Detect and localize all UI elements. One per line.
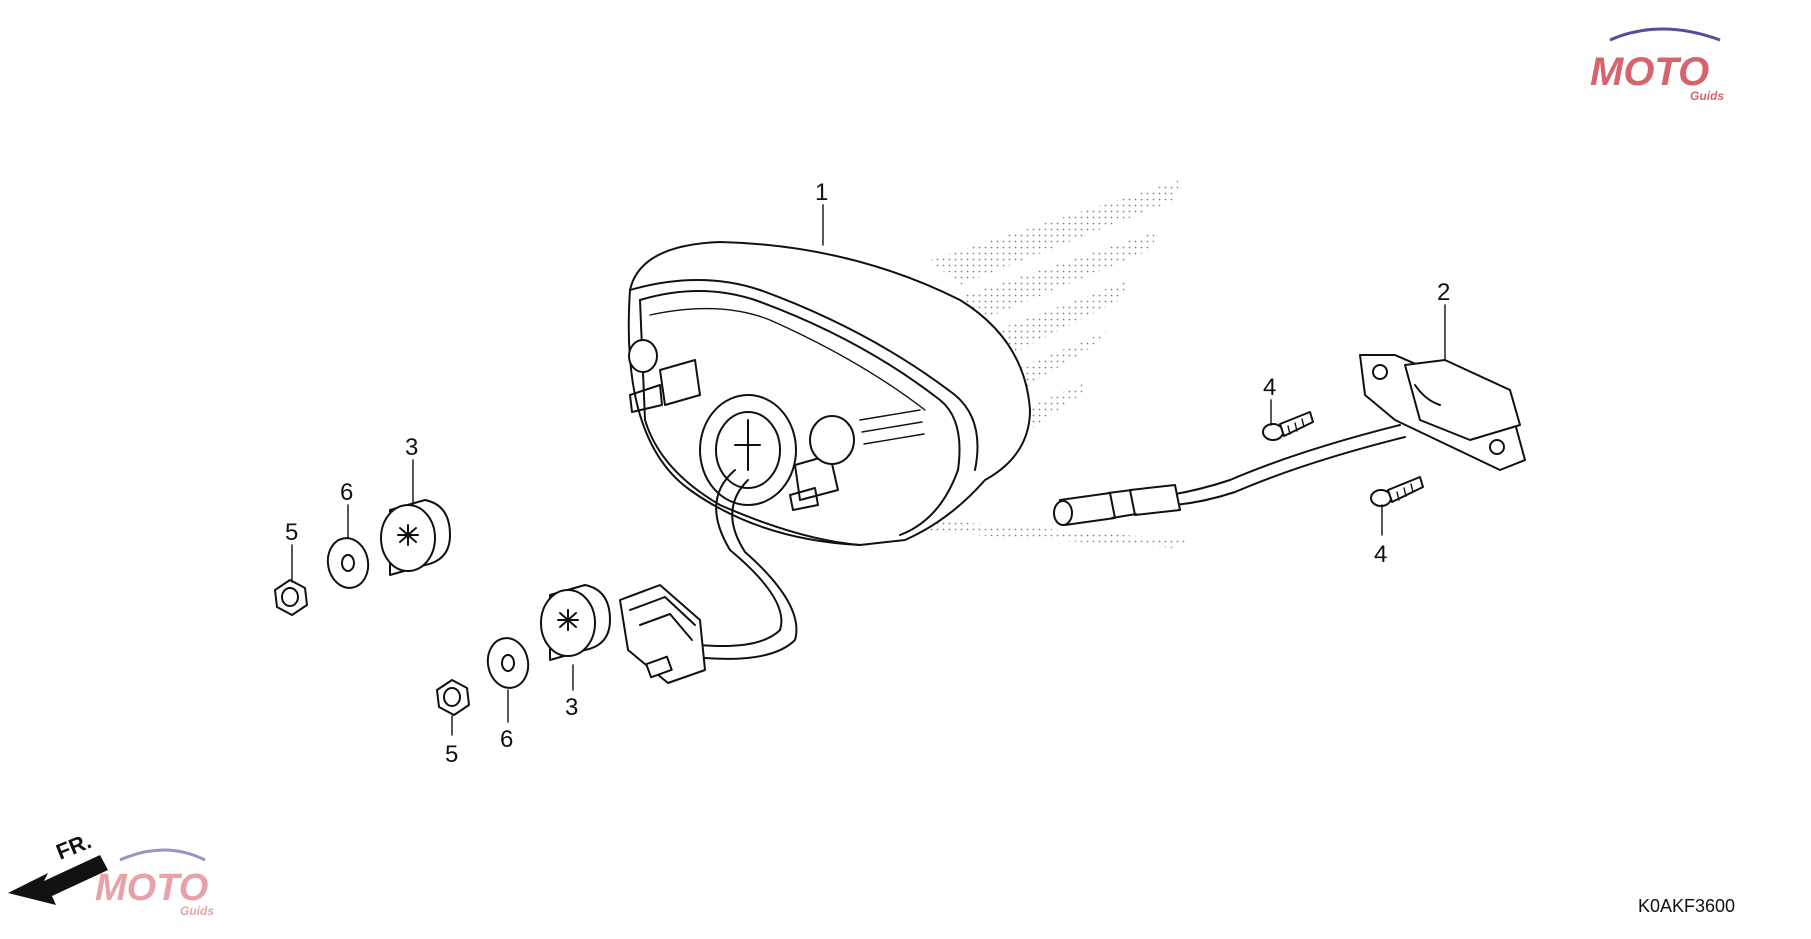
brand-logo-top: MOTO Guids [1590,27,1724,103]
license-light-assembly [1053,354,1526,526]
brand-logo-top-sub: Guids [1690,89,1724,103]
washer-lower [486,637,530,689]
brand-logo-top-text: MOTO [1590,50,1709,94]
callout-3-upper: 3 [405,434,418,461]
callout-1: 1 [815,179,828,206]
callout-labels: 1 2 3 3 4 4 5 5 6 6 [285,179,1450,768]
front-direction-indicator: FR. [8,828,108,905]
washer-upper [326,537,370,589]
brand-logo-bottom-sub: Guids [180,904,214,918]
callout-5-lower: 5 [445,741,458,768]
lamp-wire-harness [619,469,798,684]
grommet-upper [380,499,451,576]
grommet-lower [540,584,611,661]
callout-4-lower: 4 [1374,541,1387,568]
diagram-code: K0AKF3600 [1638,896,1735,916]
brand-logo-bottom-text: MOTO [95,867,208,909]
tail-lamp-assembly [627,241,1031,546]
callout-3-lower: 3 [565,694,578,721]
front-arrow-icon [8,855,108,905]
front-label: FR. [53,828,95,864]
callout-2: 2 [1437,279,1450,306]
nut-lower [436,679,470,716]
leader-lines [291,204,1446,736]
screw-lower [1370,476,1424,507]
callout-4-upper: 4 [1263,374,1276,401]
nut-upper [274,579,308,616]
screw-upper [1262,411,1314,441]
callout-5-upper: 5 [285,519,298,546]
callout-6-lower: 6 [500,726,513,753]
callout-6-upper: 6 [340,479,353,506]
brand-logo-bottom: MOTO Guids [95,848,214,918]
